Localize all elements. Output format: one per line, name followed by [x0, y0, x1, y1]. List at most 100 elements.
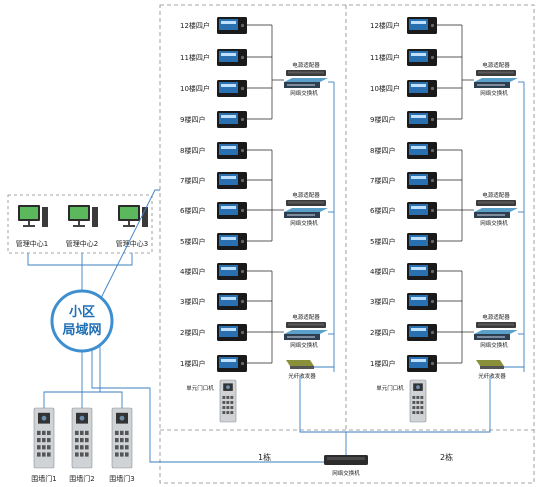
floor-row: 8楼四户: [180, 142, 247, 159]
indoor-monitor-icon: [217, 263, 247, 280]
floor-row: 5楼四户: [370, 233, 437, 250]
building-2: 12楼四户 11楼四户 10楼四户 9楼四户 8楼四户 7楼四户 6楼四户 5楼四户 4楼四户 3…: [370, 17, 525, 423]
power-adapter-icon: [476, 70, 516, 76]
floor-label: 1楼四户: [180, 359, 205, 368]
indoor-monitor-icon: [217, 17, 247, 34]
floor-label: 12楼四户: [180, 21, 210, 30]
wall-door: 围墙门1: [31, 407, 57, 483]
floor-row: 1楼四户: [180, 355, 247, 372]
indoor-monitor-icon: [407, 142, 437, 159]
floor-row: 8楼四户: [370, 142, 437, 159]
floor-row: 6楼四户: [180, 202, 247, 219]
indoor-monitor-icon: [407, 111, 437, 128]
floor-label: 2楼四户: [370, 328, 395, 337]
management-center-label: 管理中心2: [66, 239, 98, 248]
wall-door: 围墙门2: [69, 407, 95, 483]
floor-row: 4楼四户: [370, 263, 437, 280]
indoor-monitor-icon: [217, 233, 247, 250]
wall-door-stations: 围墙门1 围墙门2 围墙门3: [31, 407, 135, 483]
floor-label: 9楼四户: [180, 115, 205, 124]
network-switch-icon: [284, 330, 328, 340]
unit-door-label: 单元门口机: [186, 384, 214, 392]
wall-door-label: 围墙门1: [31, 474, 56, 483]
indoor-monitor-icon: [407, 293, 437, 310]
indoor-monitor-icon: [217, 80, 247, 97]
floor-row: 3楼四户: [370, 293, 437, 310]
floor-row: 11楼四户: [180, 49, 247, 66]
floor-label: 9楼四户: [370, 115, 395, 124]
core-switch: 网络交换机: [324, 455, 368, 477]
indoor-monitor-icon: [407, 80, 437, 97]
floor-row: 7楼四户: [180, 172, 247, 189]
door-station-icon: [111, 407, 133, 469]
floor-row: 12楼四户: [180, 17, 247, 34]
power-adapter-label: 电源适配器: [292, 313, 320, 321]
floor-row: 7楼四户: [370, 172, 437, 189]
floor-row: 5楼四户: [180, 233, 247, 250]
unit-door-label: 单元门口机: [376, 384, 404, 392]
wall-door-label: 围墙门2: [69, 474, 94, 483]
power-adapter-label: 电源适配器: [482, 191, 510, 199]
door-station-icon: [219, 379, 237, 423]
indoor-monitor-icon: [407, 202, 437, 219]
floor-row: 6楼四户: [370, 202, 437, 219]
floor-row: 9楼四户: [370, 111, 437, 128]
indoor-monitor-icon: [217, 172, 247, 189]
floor-label: 4楼四户: [180, 267, 205, 276]
network-switch-icon: [474, 330, 518, 340]
floor-row: 11楼四户: [370, 49, 437, 66]
building-2-uplink: [346, 375, 491, 433]
wall-door-label: 围墙门3: [109, 474, 134, 483]
optical-transceiver-label: 光纤收发器: [478, 372, 506, 380]
network-switch-label: 网络交换机: [290, 219, 318, 227]
floor-label: 5楼四户: [370, 237, 395, 246]
floor-label: 6楼四户: [370, 206, 395, 215]
floor-label: 3楼四户: [370, 297, 395, 306]
network-switch-icon: [474, 208, 518, 218]
floor-row: 9楼四户: [180, 111, 247, 128]
management-bus: [27, 253, 133, 266]
lan-to-core-switch-line: [91, 350, 324, 463]
indoor-monitor-icon: [217, 142, 247, 159]
management-center-label: 管理中心1: [16, 239, 48, 248]
wall-door-bus: [43, 391, 123, 408]
power-adapter-icon: [286, 200, 326, 206]
floor-row: 10楼四户: [180, 80, 247, 97]
floor-row: 1楼四户: [370, 355, 437, 372]
floor-label: 7楼四户: [370, 176, 395, 185]
indoor-monitor-icon: [407, 233, 437, 250]
network-switch-label: 网络交换机: [480, 89, 508, 97]
floor-row: 3楼四户: [180, 293, 247, 310]
building-1-uplink: [299, 375, 347, 455]
floor-label: 4楼四户: [370, 267, 395, 276]
floor-row: 10楼四户: [370, 80, 437, 97]
wall-door: 围墙门3: [109, 407, 135, 483]
power-adapter-label: 电源适配器: [482, 313, 510, 321]
power-adapter-icon: [476, 200, 516, 206]
floor-label: 5楼四户: [180, 237, 205, 246]
unit-door-station: 单元门口机: [376, 379, 427, 423]
indoor-monitor-icon: [217, 49, 247, 66]
network-switch-label: 网络交换机: [290, 89, 318, 97]
floor-label: 11楼四户: [180, 53, 210, 62]
optical-transceiver-label: 光纤收发器: [288, 372, 316, 380]
floor-label: 10楼四户: [180, 84, 210, 93]
floor-label: 12楼四户: [370, 21, 400, 30]
floor-label: 1楼四户: [370, 359, 395, 368]
floor-row: 2楼四户: [180, 324, 247, 341]
network-switch-label: 网络交换机: [480, 219, 508, 227]
indoor-monitor-icon: [217, 202, 247, 219]
optical-transceiver: 光纤收发器: [476, 360, 524, 380]
indoor-monitor-icon: [217, 324, 247, 341]
indoor-monitor-icon: [217, 293, 247, 310]
power-adapter-icon: [286, 322, 326, 328]
core-switch-label: 网络交换机: [332, 469, 360, 477]
optical-transceiver: 光纤收发器: [286, 360, 334, 380]
